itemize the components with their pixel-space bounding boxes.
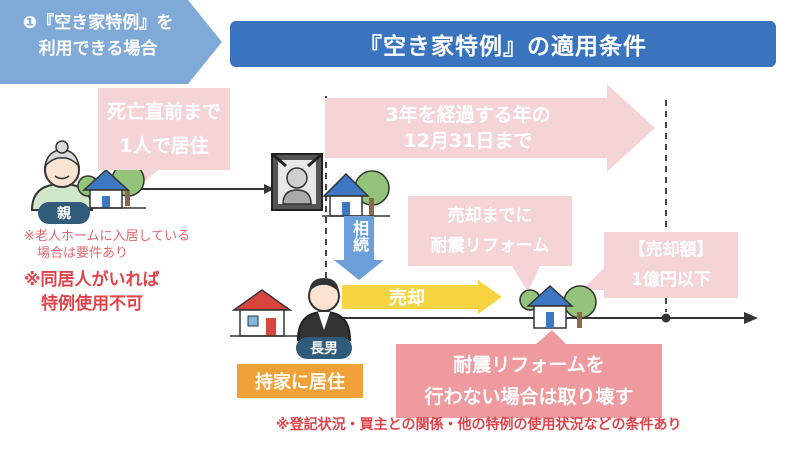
step-label-line2: 利用できる場合 [38,39,158,59]
own-home-label: 持家に居住 [237,364,363,398]
price-callout: 【売却額】 1億円以下 [604,232,738,298]
page-title: 『空き家特例』の適用条件 [230,21,776,67]
son-tag: 長男 [296,337,352,359]
demolish-callout-pointer [536,330,566,344]
conditions-footnote: ※登記状況・買主との関係・他の特例の使用状況などの条件あり [276,417,682,433]
deadline-arrow: 3年を経過する年の 12月31日まで [325,84,655,172]
parent-tag: 親 [38,202,90,224]
deadline-line2: 12月31日まで [403,130,533,152]
demolish-callout-line1: 耐震リフォームを [453,354,605,376]
demolish-callout-line2: 行わない場合は取り壊す [424,386,634,408]
price-callout-line1: 【売却額】 [628,240,714,260]
inherited-house-icon [322,170,390,217]
son-timeline-arrowhead [744,312,758,324]
parent-callout-line1: 死亡直前まで [106,101,221,123]
son-avatar-icon [296,278,352,341]
inherit-label: 相続 [342,220,376,252]
memorial-portrait-icon [271,152,323,211]
own-home-icon [230,289,298,337]
reform-callout-line1: 売却までに [447,206,533,226]
parent-callout-line2: 1人で居住 [119,135,209,157]
nursing-home-note: ※老人ホームに入居している 場合は要件あり [24,228,264,262]
deadline-line1: 3年を経過する年の [385,104,551,126]
reform-callout-pointer [512,266,540,292]
step-chevron [0,0,222,84]
cohabitant-warning-line1: ※同居人がいれば [24,270,160,290]
price-callout-pointer [582,268,604,290]
inherit-label-text: 相続 [350,220,369,252]
sold-house-icon [519,284,597,329]
step-label: ❶『空き家特例』を 利用できる場合 [8,10,188,62]
cohabitant-warning-line2: 特例使用不可 [24,294,143,314]
step-label-line1: ❶『空き家特例』を [22,13,174,33]
parent-avatar-icon [30,140,94,211]
deadline-dot [661,313,671,323]
cohabitant-warning: ※同居人がいれば 特例使用不可 [24,268,264,316]
parent-timeline-arrowhead [264,184,274,194]
demolish-callout: 耐震リフォームを 行わない場合は取り壊す [396,344,662,418]
nursing-home-note-line1: ※老人ホームに入居している [24,229,191,244]
reform-callout: 売却までに 耐震リフォーム [408,196,572,266]
parent-callout: 死亡直前まで 1人で居住 [98,88,230,170]
nursing-home-note-line2: 場合は要件あり [24,246,129,261]
sale-arrow: 売却 [342,280,502,314]
price-callout-line2: 1億円以下 [631,270,711,290]
reform-callout-line2: 耐震リフォーム [430,236,550,256]
